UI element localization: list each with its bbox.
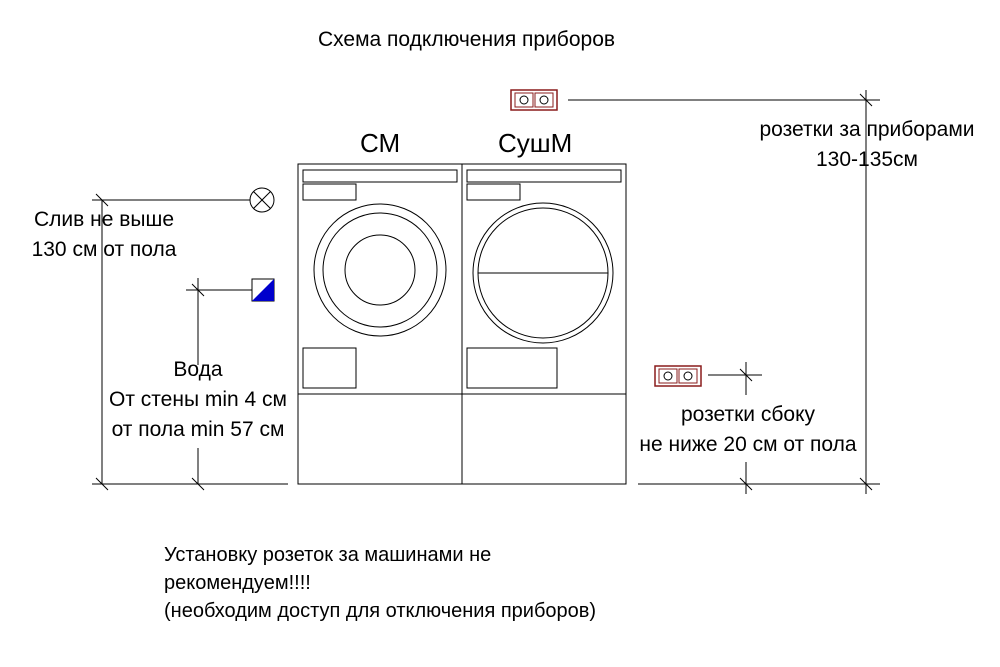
drain-dimension	[92, 193, 250, 491]
outlets-side-line: не ниже 20 см от пола	[639, 433, 857, 456]
drain-note: Слив не выше 130 см от пола	[24, 205, 184, 265]
dryer-door-outer	[472, 202, 614, 344]
water-note-line: от пола min 57 см	[111, 418, 285, 441]
outlets-side-note: розетки сбоку не ниже 20 см от пола	[632, 400, 864, 460]
diagram-title: Схема подключения приборов	[318, 28, 616, 51]
drain-circle-x-icon	[249, 187, 275, 213]
outlets-side-line: розетки сбоку	[681, 403, 815, 426]
footer-line: (необходим доступ для отключения приборо…	[164, 600, 597, 622]
footer-line: рекомендуем!!!!	[164, 572, 311, 594]
water-note-line: Вода	[173, 358, 223, 381]
double-socket-icon	[510, 89, 558, 111]
outlets-behind-line: 130-135см	[815, 148, 918, 171]
drain-note-line: 130 см от пола	[31, 238, 177, 261]
outlets-side-dimension	[708, 362, 762, 494]
drain-note-line: Слив не выше	[33, 208, 175, 231]
outlets-behind-line: розетки за приборами	[759, 118, 975, 141]
washer-door-inner	[322, 212, 438, 328]
water-note: Вода От стены min 4 см от пола min 57 см	[96, 355, 300, 445]
washer-label: СМ	[360, 128, 401, 158]
outlets-behind-note: розетки за приборами 130-135см	[752, 115, 982, 175]
water-dimension	[186, 278, 252, 491]
outlets-behind-dimension	[568, 90, 880, 494]
footer-note: Установку розеток за машинами не рекомен…	[164, 541, 596, 625]
footer-line: Установку розеток за машинами не	[164, 544, 492, 566]
dryer-machine	[461, 163, 627, 485]
washer-drum	[344, 234, 416, 306]
double-socket-icon	[654, 365, 702, 387]
dryer-label: СушМ	[498, 128, 573, 158]
washing-machine	[297, 163, 463, 485]
washer-door-outer	[313, 203, 447, 337]
water-note-line: От стены min 4 см	[109, 388, 287, 411]
water-inlet-icon	[251, 278, 275, 302]
